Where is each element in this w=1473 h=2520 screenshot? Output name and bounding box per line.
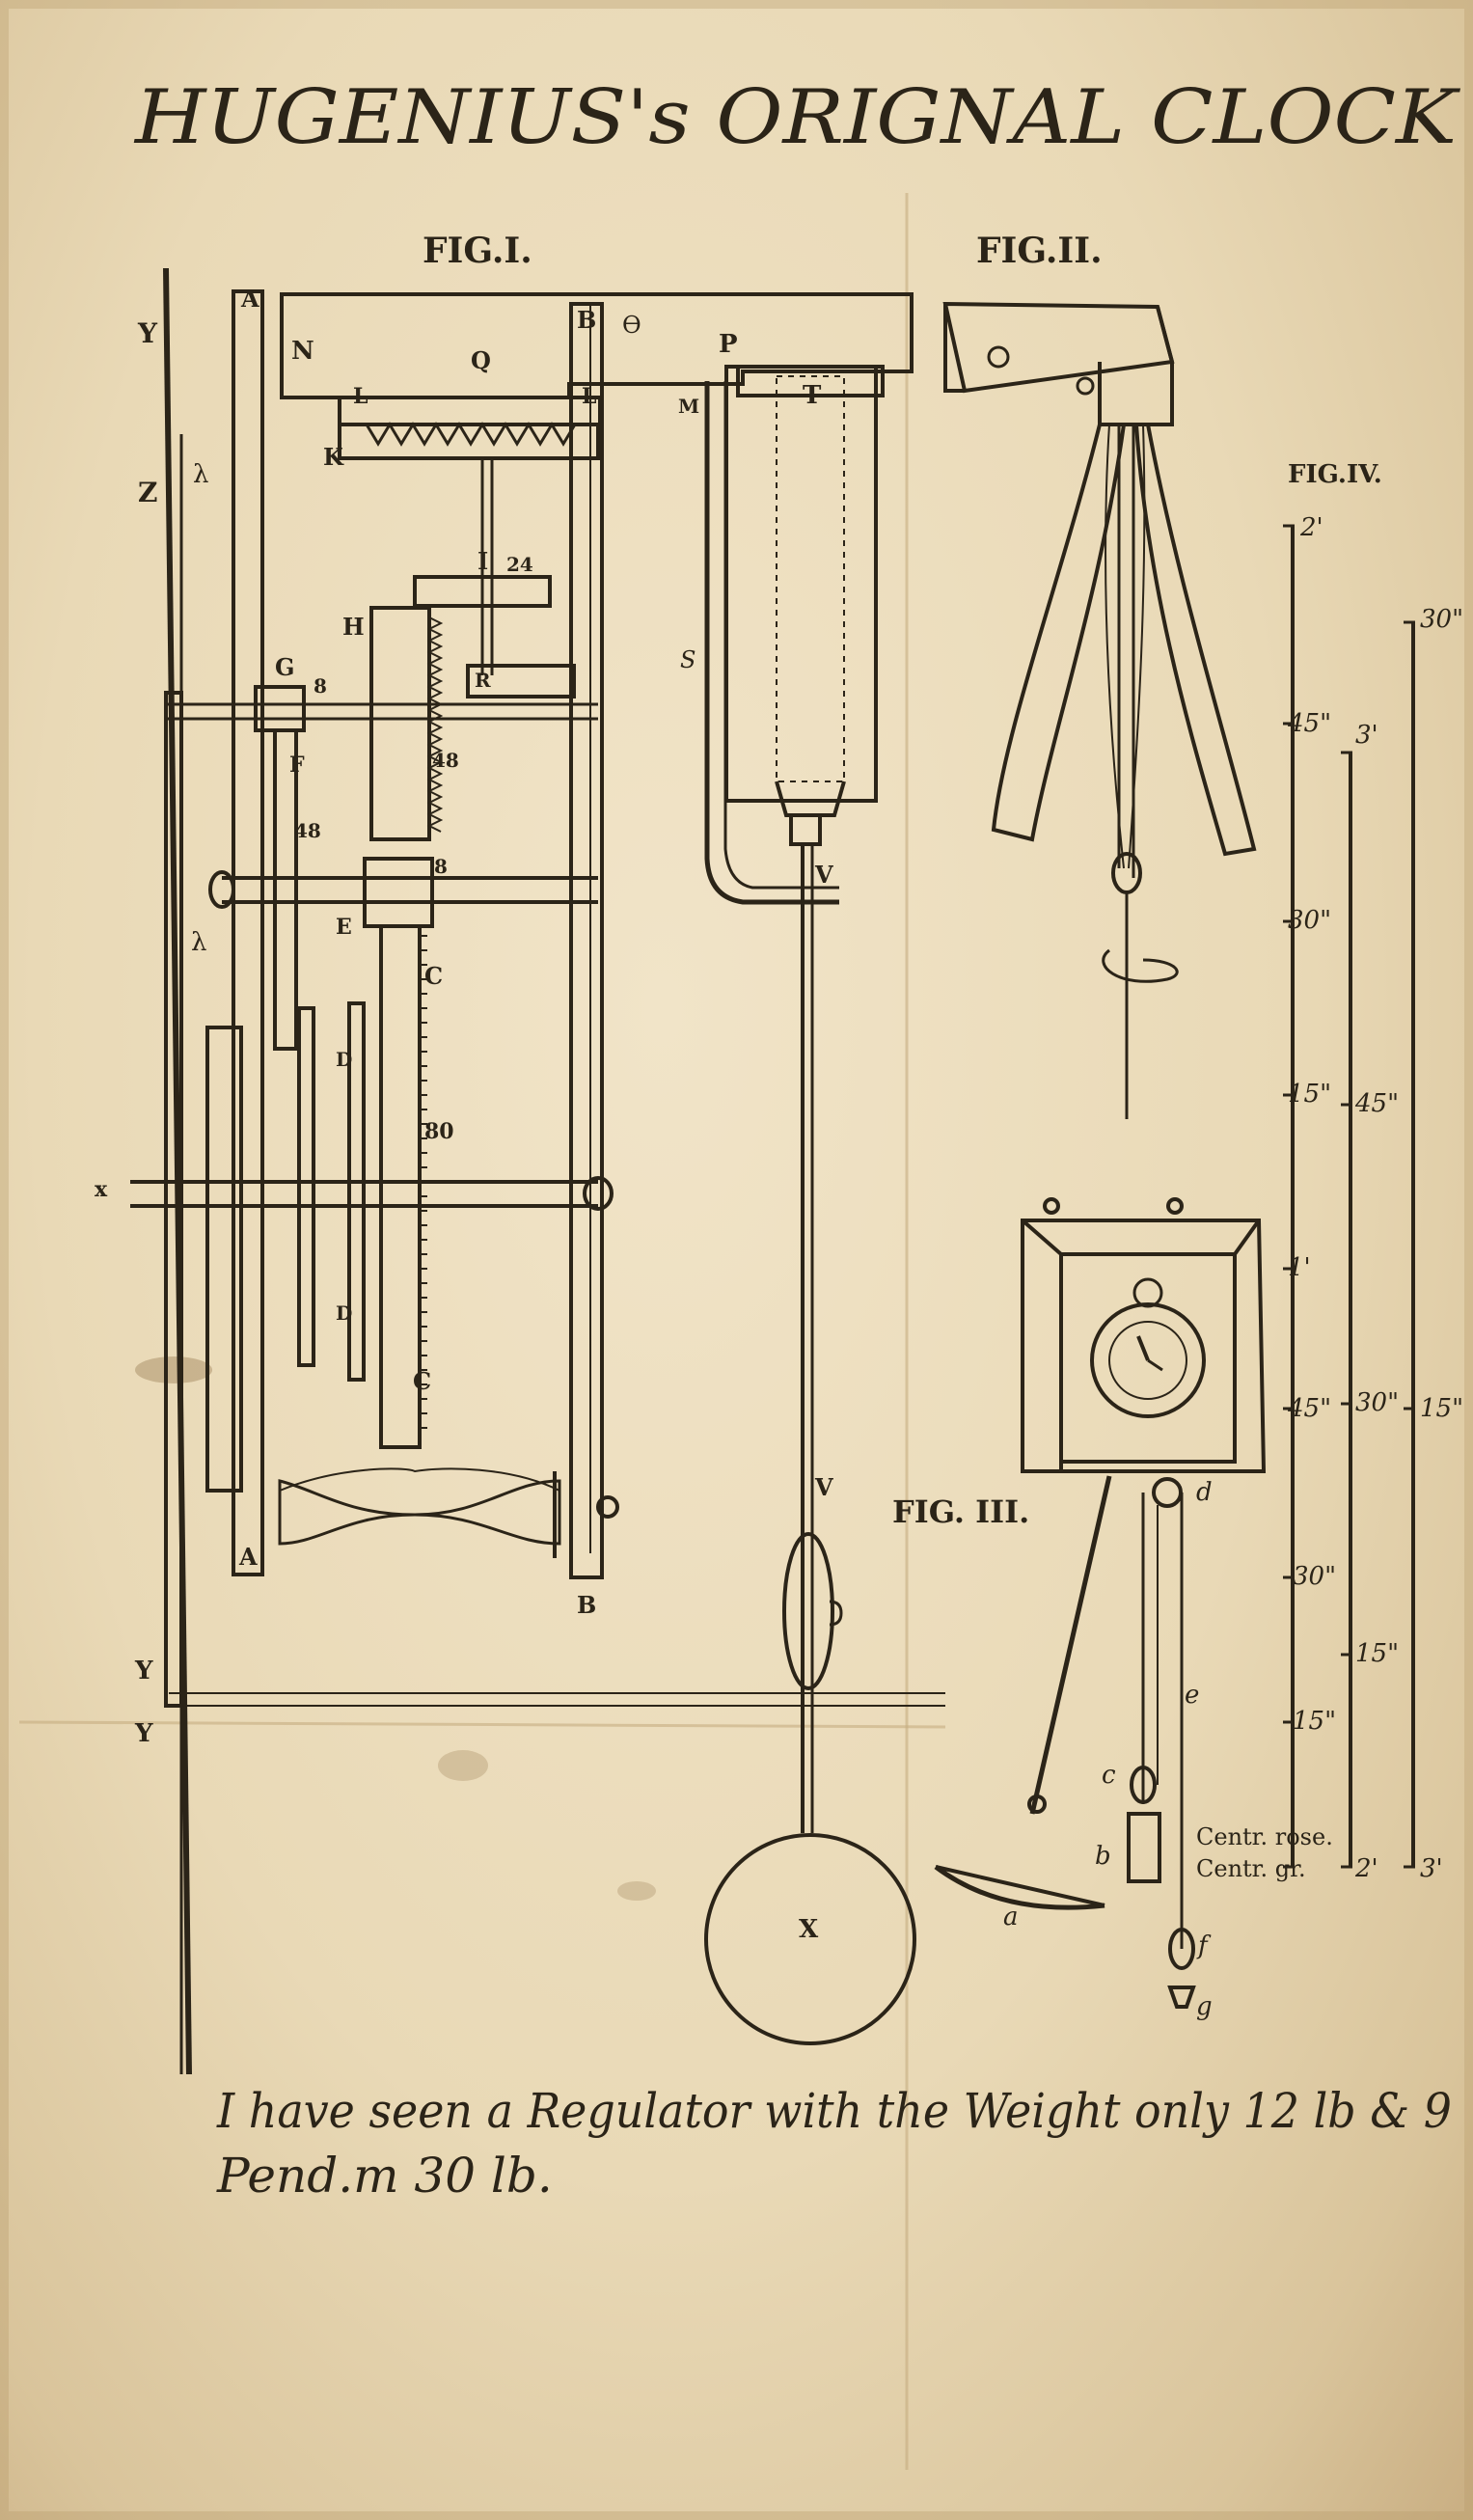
fig3-heading: FIG. III.	[892, 1493, 1029, 1530]
label-Y-bottom-2: Y	[134, 1719, 153, 1748]
label-X: X	[799, 1915, 819, 1944]
label-I: I	[477, 547, 488, 575]
page-title: HUGENIUS's ORIGNAL CLOCK	[133, 74, 1461, 161]
label-48b: 48	[294, 819, 321, 842]
fig4-heading: FIG.IV.	[1288, 460, 1382, 489]
label-N: N	[291, 337, 314, 366]
label-D2: D	[336, 1301, 352, 1325]
label-E: E	[336, 915, 352, 940]
scale1-label-1: 2'	[1299, 513, 1323, 542]
fig4-scale	[1283, 524, 1415, 1869]
label-d: d	[1196, 1478, 1213, 1507]
label-B-top: B	[577, 306, 596, 334]
label-K: K	[323, 443, 344, 471]
label-Y-top: Y	[137, 317, 158, 349]
label-theta: ϴ	[622, 312, 641, 339]
label-x: x	[95, 1177, 108, 1202]
scale2-label-3: 30"	[1355, 1388, 1399, 1417]
label-lambda-1: λ	[193, 460, 208, 489]
label-V1: V	[814, 861, 833, 889]
scale2-label-1: 3'	[1355, 721, 1378, 750]
centr-gr-label: Centr. gr.	[1196, 1855, 1306, 1882]
scale1-label-4: 15"	[1288, 1080, 1331, 1109]
label-T: T	[803, 381, 822, 410]
fig3-clock-case	[934, 1197, 1267, 2009]
label-48a: 48	[432, 749, 459, 772]
label-H: H	[342, 613, 365, 641]
scale1-label-5: 1'	[1288, 1253, 1311, 1282]
label-Z: Z	[138, 477, 157, 508]
label-S: S	[680, 646, 696, 673]
label-D1: D	[336, 1048, 352, 1071]
fig4-labels: 2' 45" 30" 15" 1' 45" 30" 15" 3' 45" 30"…	[1196, 513, 1463, 1883]
label-F: F	[289, 753, 305, 778]
label-a: a	[1003, 1903, 1019, 1931]
scale1-label-6: 45"	[1287, 1394, 1331, 1423]
label-g: g	[1196, 1992, 1213, 2021]
scale1-label-2: 45"	[1287, 709, 1331, 738]
label-24: 24	[506, 553, 533, 576]
label-c: c	[1102, 1761, 1116, 1790]
fig1-movement	[130, 267, 945, 2075]
scale2-label-4: 15"	[1355, 1639, 1399, 1668]
label-P: P	[719, 330, 738, 359]
label-80: 80	[424, 1119, 454, 1144]
label-f: f	[1196, 1931, 1212, 1960]
scale1-label-3: 30"	[1288, 906, 1331, 935]
label-e: e	[1185, 1681, 1199, 1710]
label-R: R	[475, 669, 491, 692]
fig2-suspension	[942, 301, 1257, 1119]
label-G: G	[275, 653, 295, 681]
label-L1: L	[353, 384, 368, 409]
label-Y-bottom-1: Y	[134, 1657, 153, 1685]
scale3-label-2: 15"	[1420, 1394, 1463, 1423]
scale3-label-1: 30"	[1420, 605, 1463, 634]
fig2-heading: FIG.II.	[976, 231, 1103, 271]
scale2-label-2: 45"	[1354, 1089, 1399, 1118]
label-lambda-2: λ	[191, 928, 206, 957]
label-b: b	[1095, 1842, 1111, 1871]
label-C2: C	[413, 1367, 431, 1395]
label-V2: V	[814, 1473, 833, 1501]
scale3-label-3: 3'	[1420, 1854, 1443, 1883]
centr-rose-label: Centr. rose.	[1196, 1823, 1333, 1850]
label-C1: C	[424, 962, 443, 990]
scale1-label-8: 15"	[1293, 1707, 1336, 1736]
label-B-bot: B	[577, 1591, 596, 1619]
label-Q: Q	[471, 346, 491, 374]
label-A-bot: A	[238, 1543, 258, 1571]
label-L2: L	[582, 384, 596, 409]
fig1-heading: FIG.I.	[423, 231, 532, 271]
label-8b: 8	[434, 855, 448, 878]
fig1-labels: Y Z λ λ A A N Q B ϴ P L L M T K I 24 H R…	[95, 285, 833, 1944]
handwritten-note-line2: Pend.m 30 lb.	[216, 2148, 553, 2204]
scale1-label-7: 30"	[1293, 1562, 1336, 1591]
label-A-top: A	[240, 285, 259, 313]
label-M: M	[678, 395, 699, 418]
label-8a: 8	[314, 674, 327, 698]
handwritten-note-line1: I have seen a Regulator with the Weight …	[216, 2083, 1452, 2139]
scale2-label-5: 2'	[1354, 1854, 1378, 1883]
